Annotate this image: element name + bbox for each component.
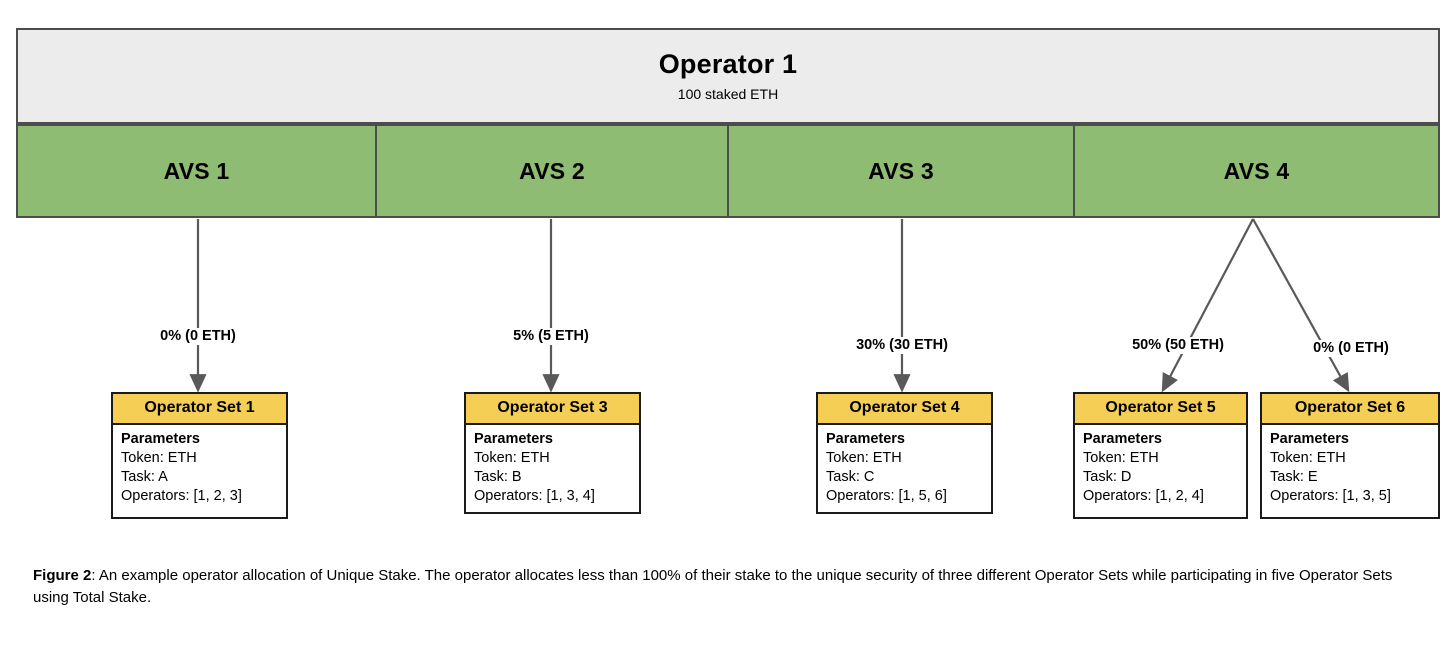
- avs-cell-3: AVS 3: [729, 126, 1075, 216]
- params-operators-3: Operators: [1, 3, 4]: [474, 488, 595, 505]
- avs-cell-4: AVS 4: [1075, 126, 1438, 216]
- avs-cell-2: AVS 2: [377, 126, 729, 216]
- params-token-6: Token: ETH: [1270, 449, 1346, 466]
- params-task-6: Task: E: [1270, 469, 1318, 486]
- figure-caption-label: Figure 2: [33, 567, 92, 584]
- operator-set-params-3: Parameters Token: ETH Task: B Operators:…: [466, 425, 639, 514]
- operator-set-title-4: Operator Set 4: [818, 394, 991, 425]
- operator-set-params-6: Parameters Token: ETH Task: E Operators:…: [1262, 425, 1438, 514]
- params-token-3: Token: ETH: [474, 449, 550, 466]
- operator-set-title-6: Operator Set 6: [1262, 394, 1438, 425]
- params-heading-4: Parameters: [826, 430, 905, 447]
- operator-set-params-5: Parameters Token: ETH Task: D Operators:…: [1075, 425, 1246, 514]
- avs-label-2: AVS 2: [519, 157, 585, 184]
- params-operators-5: Operators: [1, 2, 4]: [1083, 488, 1204, 505]
- operator-set-card-3: Operator Set 3 Parameters Token: ETH Tas…: [464, 392, 641, 514]
- figure-caption-text: : An example operator allocation of Uniq…: [33, 567, 1393, 606]
- avs-label-1: AVS 1: [163, 157, 230, 184]
- operator-set-card-5: Operator Set 5 Parameters Token: ETH Tas…: [1073, 392, 1248, 519]
- params-heading-3: Parameters: [474, 430, 553, 447]
- params-task-1: Task: A: [121, 469, 168, 486]
- params-task-5: Task: D: [1083, 469, 1132, 486]
- allocation-label-avs4-right: 0% (0 ETH): [1310, 340, 1392, 358]
- params-operators-1: Operators: [1, 2, 3]: [121, 488, 242, 505]
- params-token-4: Token: ETH: [826, 449, 902, 466]
- params-heading-1: Parameters: [121, 430, 200, 447]
- allocation-label-avs1: 0% (0 ETH): [157, 328, 239, 346]
- params-task-3: Task: B: [474, 469, 522, 486]
- allocation-label-avs4-left: 50% (50 ETH): [1129, 337, 1227, 355]
- operator-set-card-6: Operator Set 6 Parameters Token: ETH Tas…: [1260, 392, 1440, 519]
- edge-avs4-to-opset5: [1161, 218, 1254, 393]
- params-operators-4: Operators: [1, 5, 6]: [826, 488, 947, 505]
- operator-set-title-5: Operator Set 5: [1075, 394, 1246, 425]
- allocation-label-avs2: 5% (5 ETH): [510, 328, 592, 346]
- params-heading-6: Parameters: [1270, 430, 1349, 447]
- operator-set-params-4: Parameters Token: ETH Task: C Operators:…: [818, 425, 991, 514]
- params-token-5: Token: ETH: [1083, 449, 1159, 466]
- operator-set-title-3: Operator Set 3: [466, 394, 639, 425]
- operator-title: Operator 1: [658, 48, 798, 79]
- avs-label-4: AVS 4: [1223, 157, 1290, 184]
- params-task-4: Task: C: [826, 469, 875, 486]
- operator-set-params-1: Parameters Token: ETH Task: A Operators:…: [113, 425, 286, 514]
- avs-label-3: AVS 3: [868, 157, 934, 184]
- operator-set-card-4: Operator Set 4 Parameters Token: ETH Tas…: [816, 392, 993, 514]
- params-operators-6: Operators: [1, 3, 5]: [1270, 488, 1391, 505]
- avs-cell-1: AVS 1: [18, 126, 377, 216]
- operator-stake-amount: 100 staked ETH: [677, 85, 779, 102]
- figure-caption: Figure 2: An example operator allocation…: [33, 565, 1425, 609]
- avs-band: AVS 1 AVS 2 AVS 3 AVS 4: [16, 124, 1440, 218]
- allocation-label-avs3: 30% (30 ETH): [853, 337, 951, 355]
- operator-set-card-1: Operator Set 1 Parameters Token: ETH Tas…: [111, 392, 288, 519]
- operator-set-title-1: Operator Set 1: [113, 394, 286, 425]
- operator-band: Operator 1 100 staked ETH: [16, 28, 1440, 124]
- params-heading-5: Parameters: [1083, 430, 1162, 447]
- params-token-1: Token: ETH: [121, 449, 197, 466]
- edge-avs4-to-opset6: [1252, 218, 1350, 393]
